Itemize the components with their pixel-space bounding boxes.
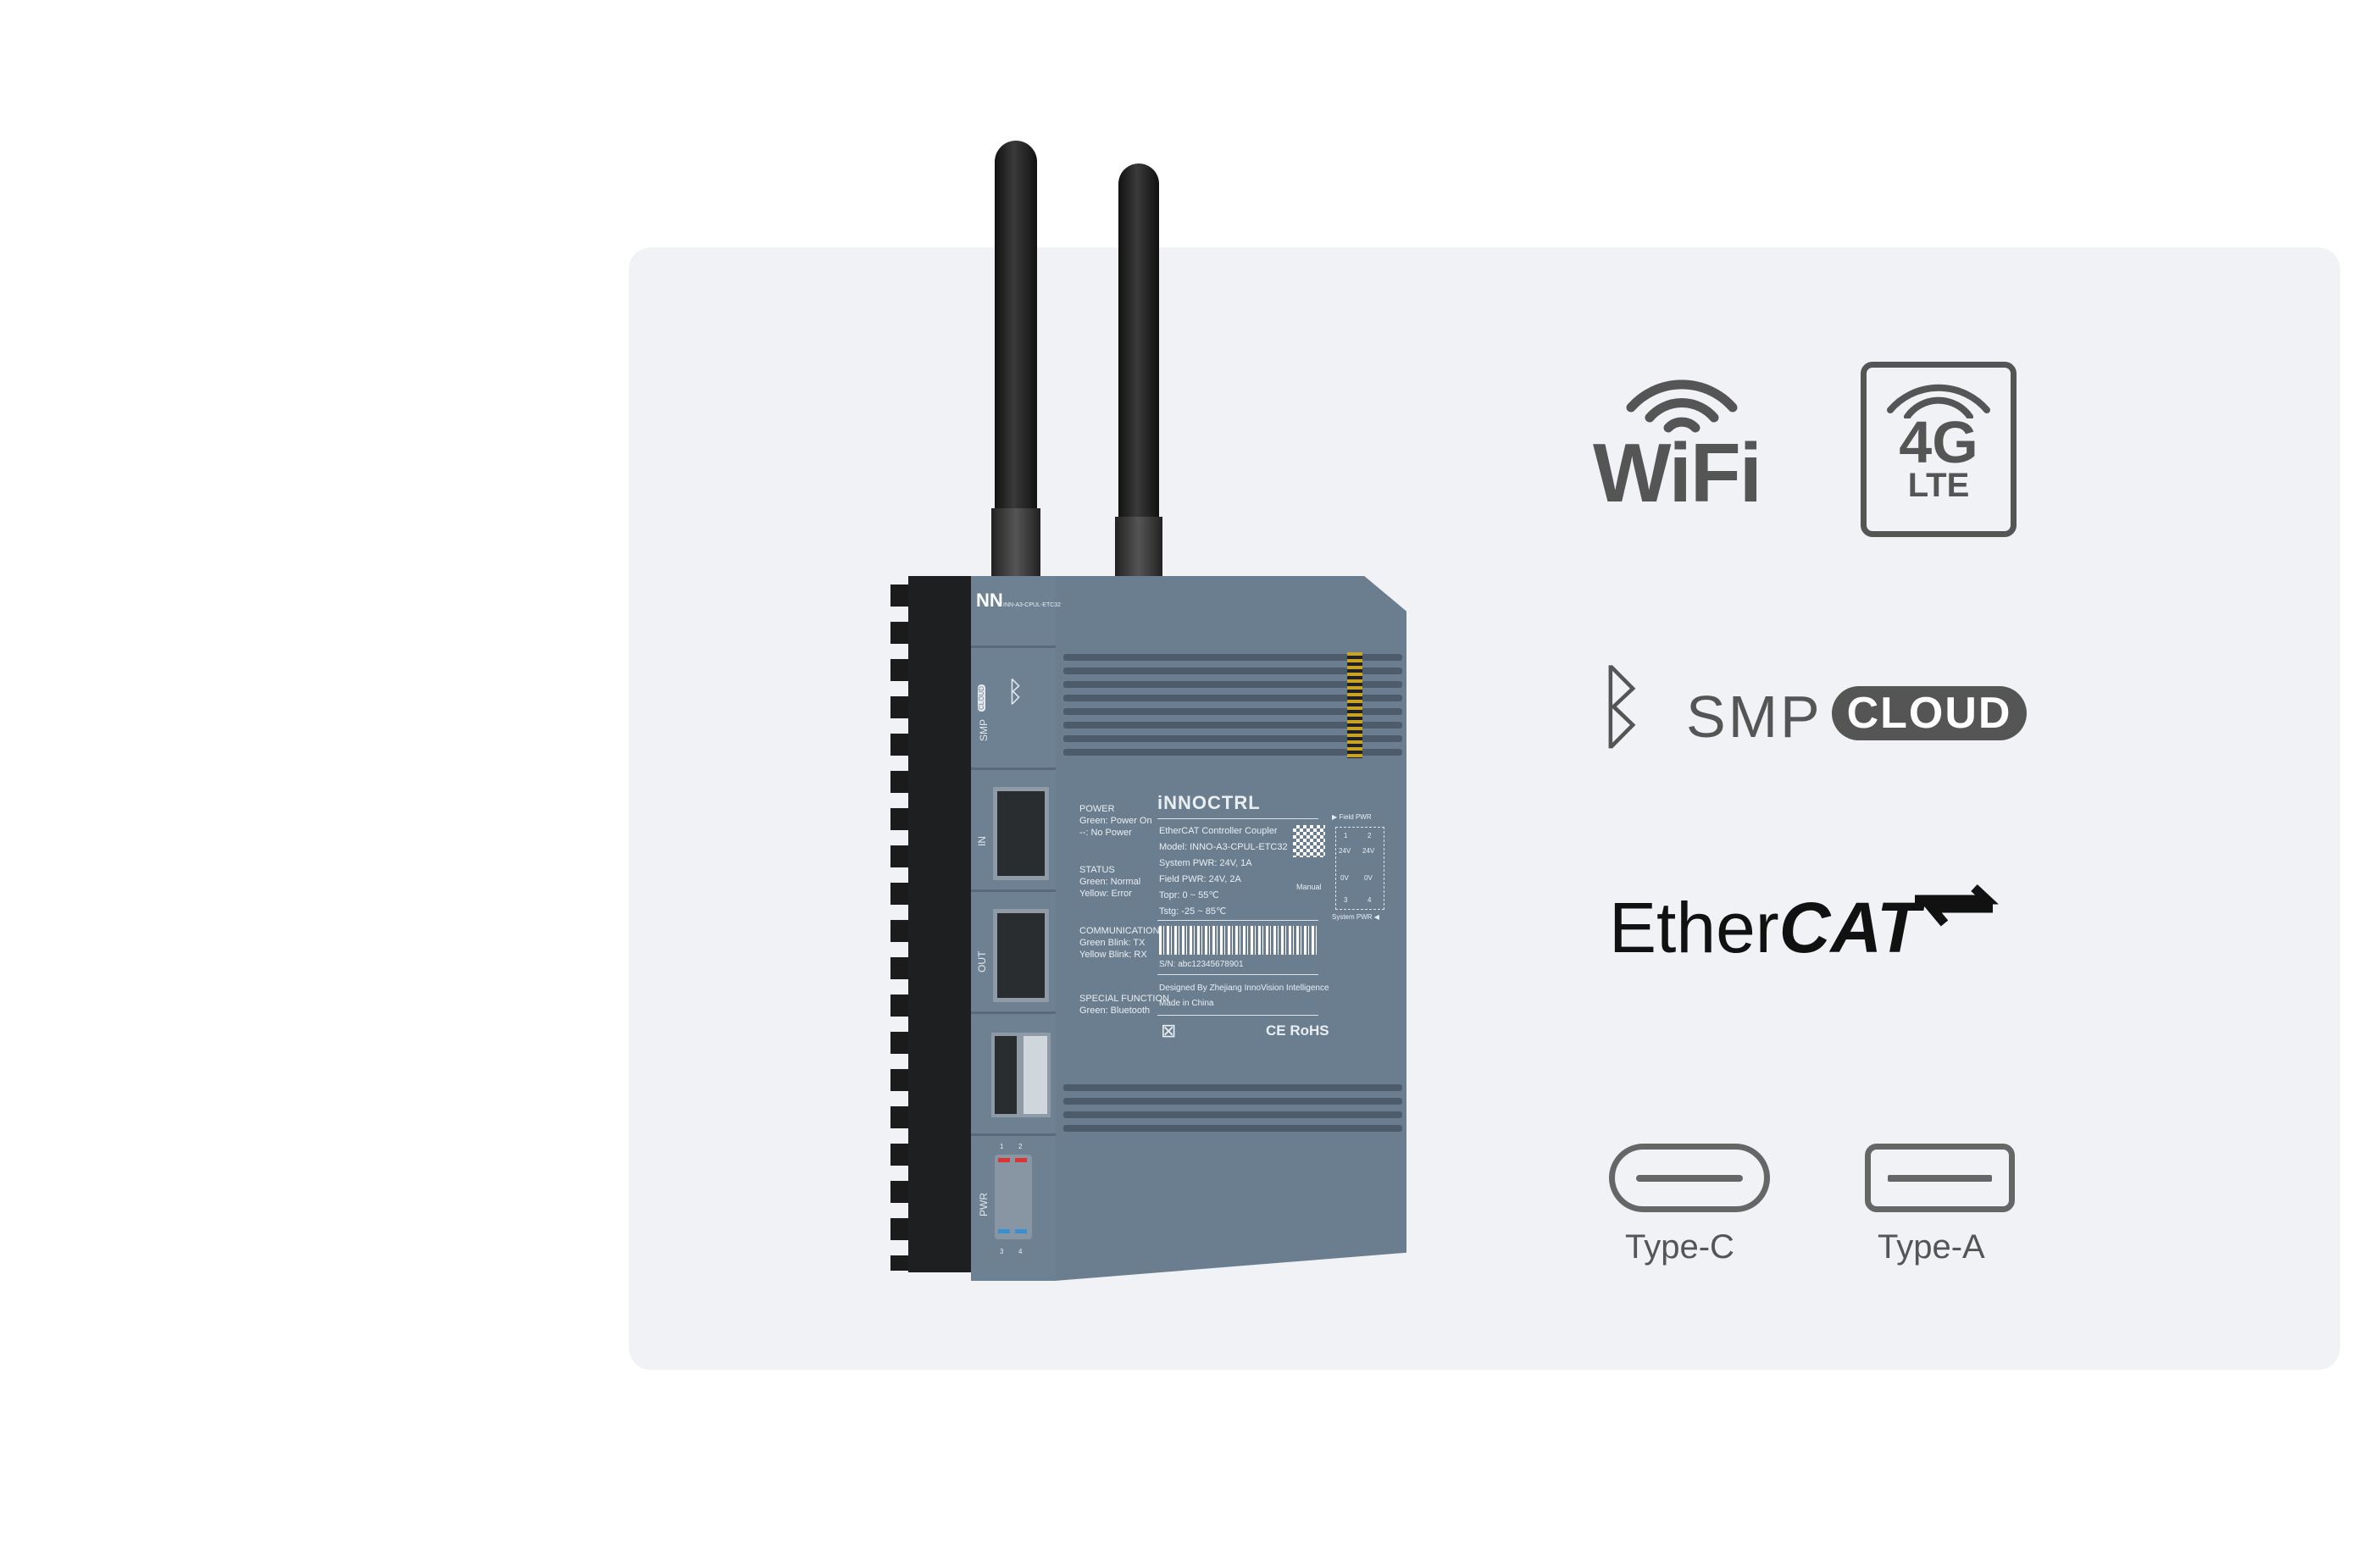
lte-badge: 4G LTE (1861, 362, 2017, 537)
heatsink (908, 576, 973, 1272)
signal-icon (1887, 384, 1990, 420)
pwr-label: PWR (978, 1193, 990, 1216)
ethernet-in-port[interactable] (993, 787, 1049, 880)
qr-label: Manual (1296, 883, 1322, 891)
barcode (1159, 926, 1318, 955)
usb-a-port[interactable] (1020, 1033, 1051, 1117)
terminal-number: 4 (1018, 1248, 1023, 1255)
smp-label: SMP (978, 718, 990, 741)
model-tag: INN-A3-CPUL-ETC32 (1003, 602, 1062, 608)
terminal-number: 3 (1000, 1248, 1004, 1255)
antenna-left (995, 141, 1037, 522)
bluetooth-icon: ᛒ (1593, 655, 1649, 759)
type-a-icon (1865, 1144, 2015, 1212)
cloud-label: CLOUD (978, 684, 985, 712)
cert-marks: CE RoHS (1266, 1022, 1329, 1039)
bluetooth-icon: ᛒ (1007, 676, 1024, 708)
type-c-icon (1609, 1144, 1770, 1212)
smp-label: SMP (1686, 684, 1822, 750)
nn-logo: NN (976, 590, 1003, 611)
antenna-right-base (1115, 517, 1162, 576)
ethercat-logo: EtherCAT (1609, 888, 1921, 967)
type-c-label: Type-C (1625, 1228, 1734, 1266)
device-front-panel: NN INN-A3-CPUL-ETC32 SMP CLOUD ᛒ IN OUT … (971, 576, 1061, 1281)
ethernet-out-port[interactable] (993, 909, 1049, 1002)
backplane-connector (1347, 652, 1362, 758)
lte-4g-label: 4G (1899, 409, 1978, 475)
usb-c-port[interactable] (991, 1033, 1020, 1117)
qr-code[interactable] (1293, 825, 1325, 857)
heatsink-fins (890, 585, 911, 1271)
lte-label: LTE (1907, 467, 1970, 504)
out-label: OUT (976, 950, 988, 972)
terminal-number: 2 (1018, 1143, 1023, 1150)
manufacturer: Designed By Zhejiang InnoVision Intellig… (1159, 983, 1329, 1008)
cloud-badge: CLOUD (1832, 686, 2027, 740)
power-diagram: ▶ Field PWR 24V 24V 0V 0V 1 2 3 4 System… (1332, 813, 1388, 923)
antenna-left-base (991, 508, 1040, 576)
terminal-number: 1 (1000, 1143, 1004, 1150)
antenna-right (1118, 163, 1159, 528)
ethercat-arrows-icon (1915, 884, 1999, 927)
wifi-icon (1626, 380, 1738, 433)
nameplate-specs: EtherCAT Controller Coupler Model: INNO-… (1159, 826, 1288, 917)
serial-number: S/N: abc12345678901 (1159, 960, 1244, 969)
brand-logo: iNNOCTRL (1157, 792, 1261, 813)
in-label: IN (976, 836, 988, 846)
weee-icon: ⊠ (1161, 1020, 1177, 1041)
feature-panel (629, 247, 2340, 1370)
power-terminal-block[interactable] (995, 1155, 1032, 1239)
type-a-label: Type-A (1878, 1228, 1985, 1266)
wifi-label: WiFi (1593, 426, 1762, 519)
